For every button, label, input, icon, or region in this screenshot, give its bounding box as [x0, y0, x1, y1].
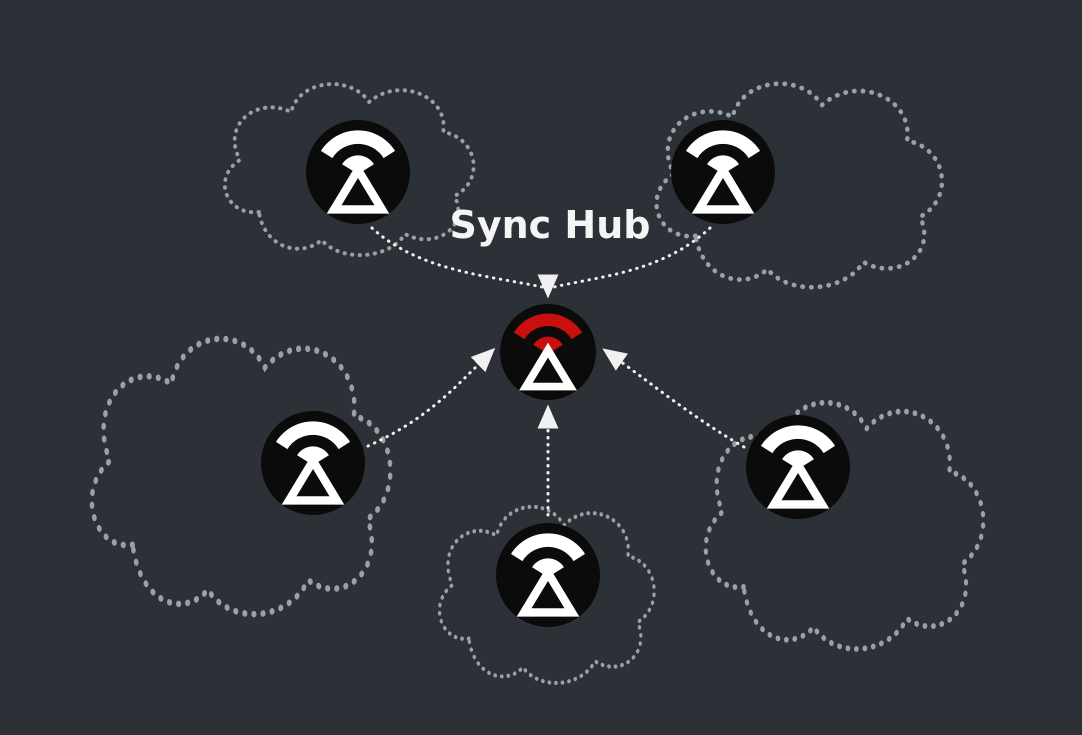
- cloud-outline-mid-right: [706, 403, 984, 649]
- sync-arrow-from-top-left: [370, 226, 544, 289]
- sync-arrow-from-top-right: [552, 226, 712, 289]
- sync-device-icon-bottom-center: [496, 523, 600, 627]
- diagram-title: Sync Hub: [449, 203, 650, 247]
- sync-arrow-from-mid-right: [602, 348, 746, 449]
- sync-arrow-from-mid-left: [366, 347, 496, 448]
- sync-device-icon-top-right: [671, 120, 775, 224]
- sync-device-icon-mid-right: [746, 415, 850, 519]
- sync-hub-icon: [500, 304, 596, 400]
- sync-device-icon-top-left: [306, 120, 410, 224]
- sync-device-icon-mid-left: [261, 411, 365, 515]
